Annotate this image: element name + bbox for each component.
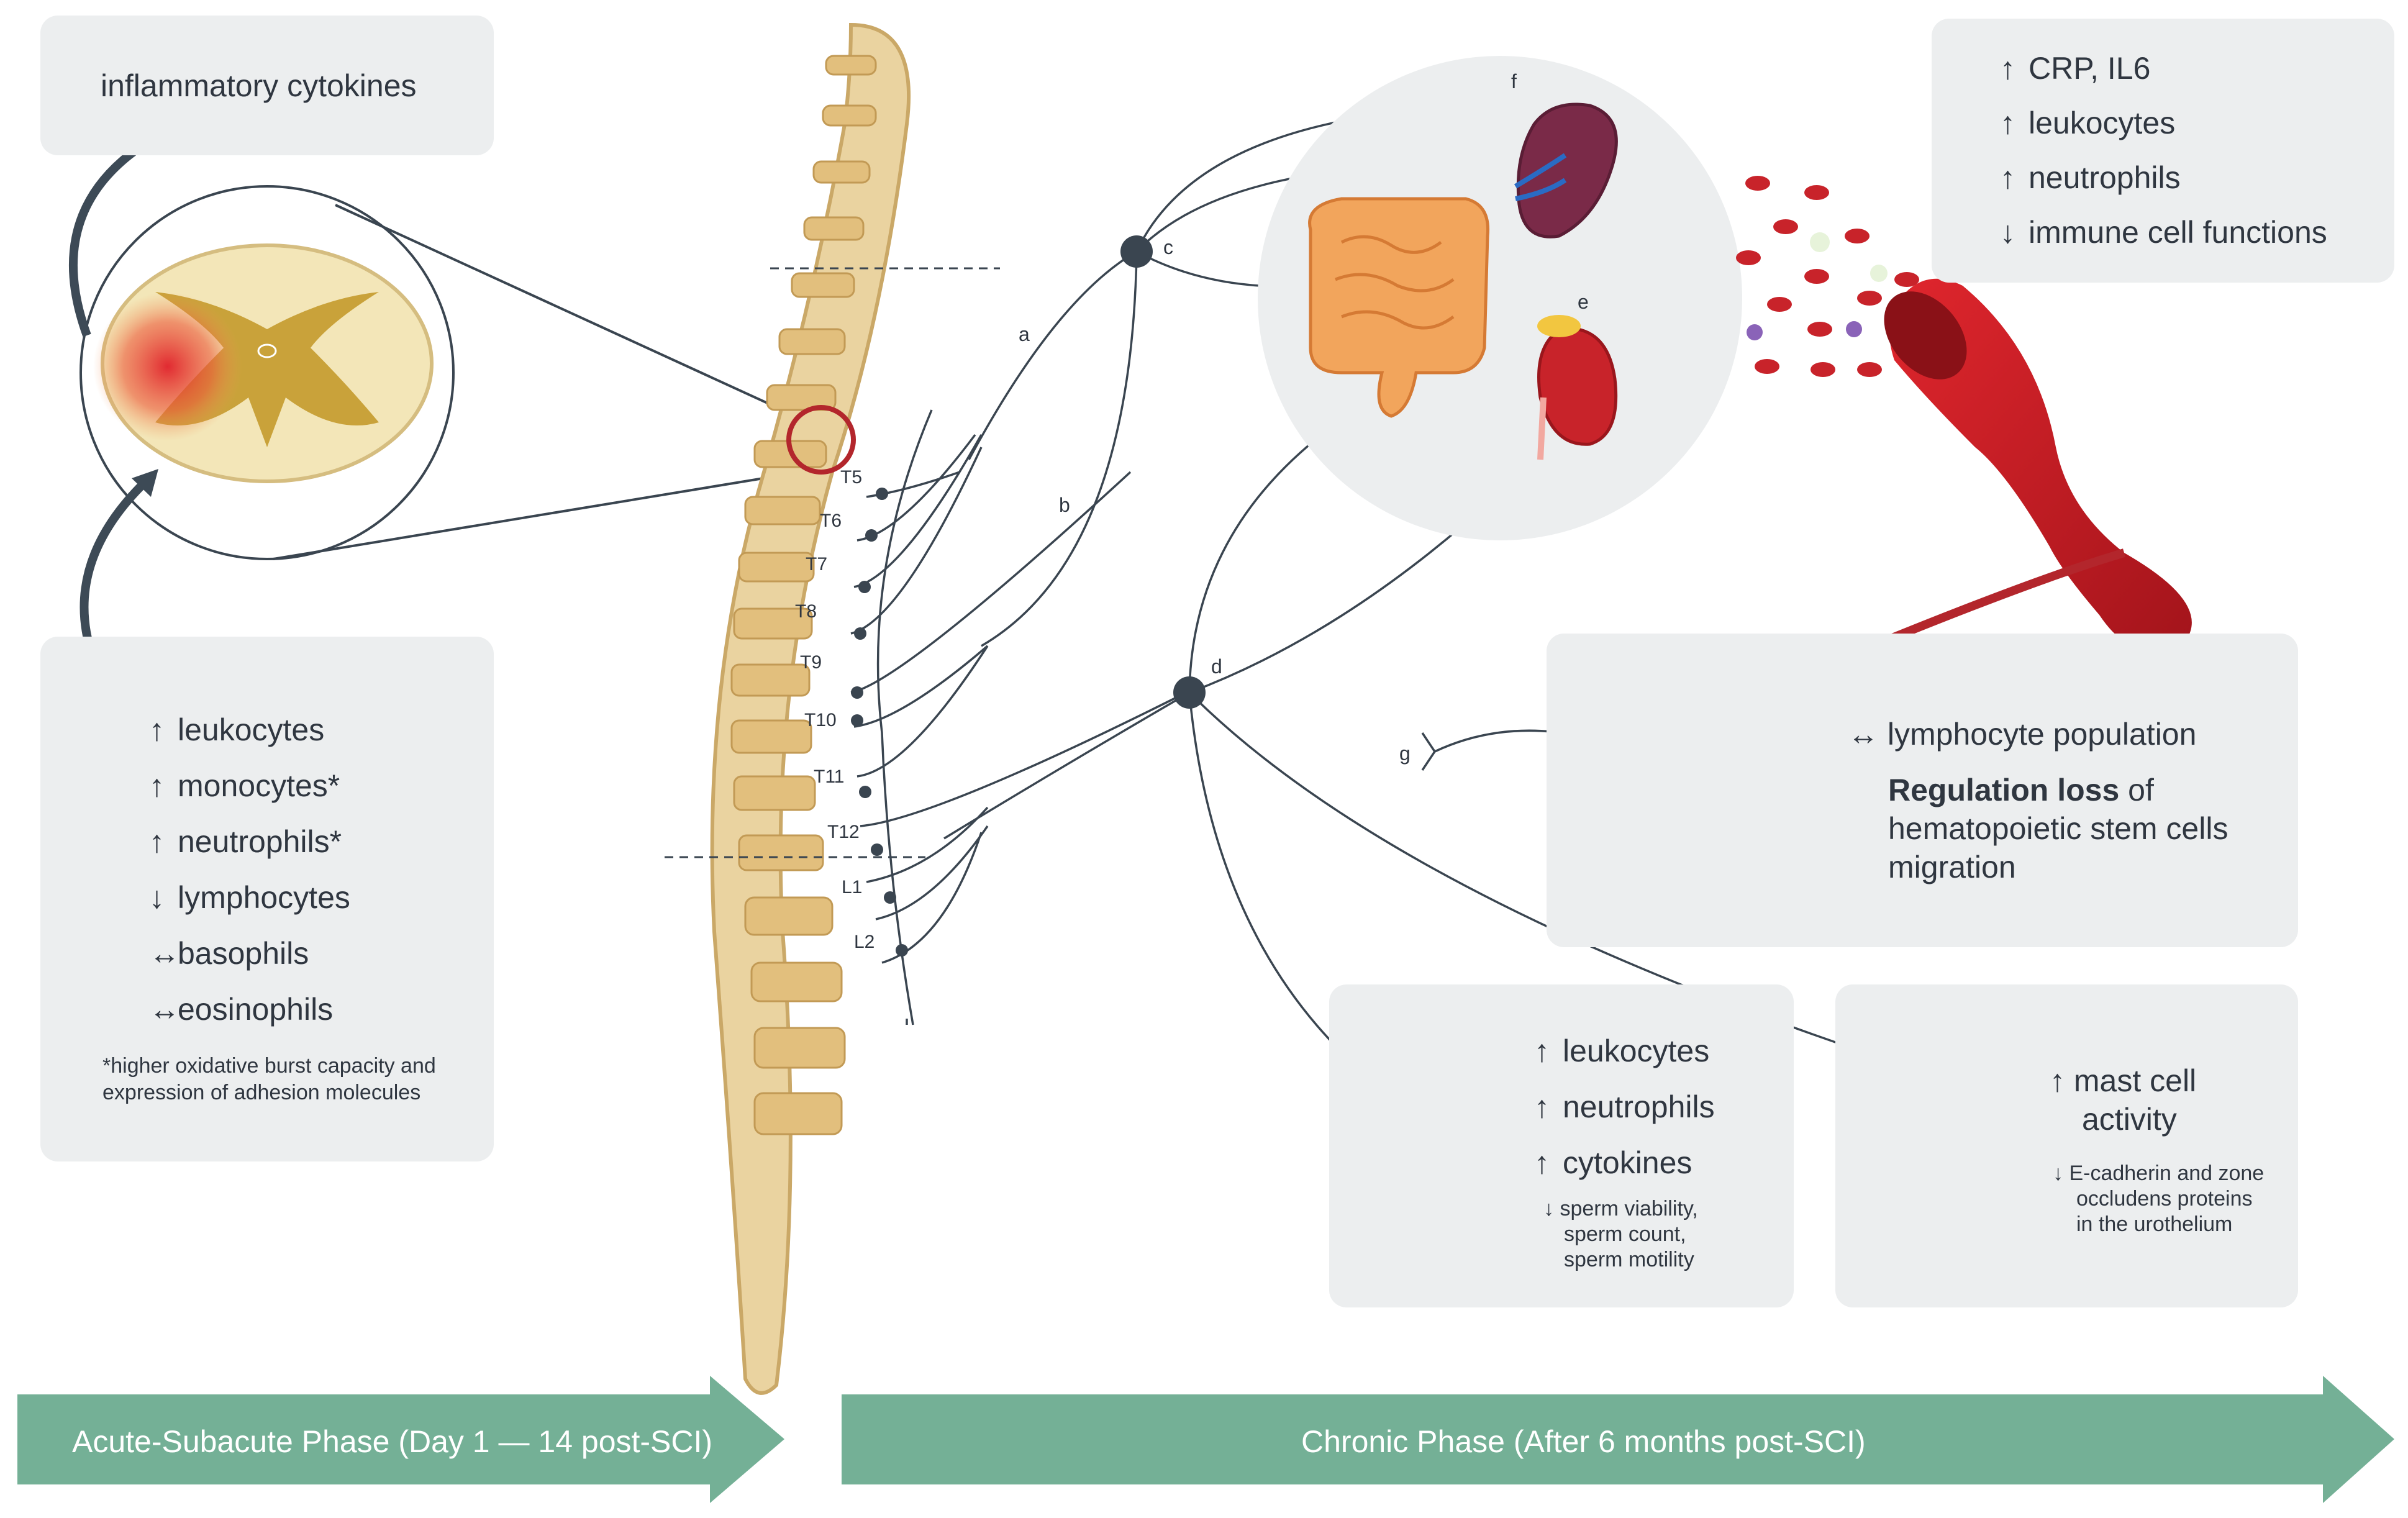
nerve-label-f: f [1511,70,1517,93]
acute-phase-label: Acute-Subacute Phase (Day 1 — 14 post-SC… [72,1424,713,1459]
chronic-arrow-shape [842,1376,2394,1503]
nerve-label-a: a [1019,323,1030,345]
spleen-illustration [1514,102,1618,239]
list-item: ↑CRP, IL6 [2000,51,2151,86]
level-label-t7: T7 [806,554,828,575]
list-item: ↔basophils [149,936,309,971]
regulation-line: Regulation loss of [1888,773,2154,807]
urothelium-note-1: ↓ E-cadherin and zone [2053,1161,2265,1185]
hsc-line: hematopoietic stem cells [1888,811,2229,846]
urothelium-note-3: in the urothelium [2076,1212,2233,1236]
cytokines-label: inflammatory cytokines [101,68,417,103]
list-item: ↔eosinophils [149,992,334,1027]
chronic-phase-arrow: Chronic Phase (After 6 months post-SCI) [842,1376,2394,1503]
bladder-panel [1835,984,2298,1307]
nerve-label-b: b [1059,494,1070,516]
sperm-note-2: sperm count, [1564,1222,1686,1246]
chronic-phase-label: Chronic Phase (After 6 months post-SCI) [1301,1424,1866,1459]
nerve-label-c: c [1163,236,1173,258]
acute-phase-arrow: Acute-Subacute Phase (Day 1 — 14 post-SC… [17,1376,784,1503]
acute-blood-panel [40,637,494,1161]
level-label-t11: T11 [814,766,845,787]
mast-cell-line-2: activity [2082,1102,2177,1137]
urothelium-note-2: occludens proteins [2076,1187,2253,1211]
list-item: ↑monocytes* [149,768,340,803]
level-label-l1: L1 [842,877,863,898]
nerve-label-g: g [1399,742,1411,765]
list-item: ↑leukocytes [2000,106,2176,140]
acute-footnote-2: expression of adhesion molecules [102,1081,421,1104]
migration-line: migration [1888,850,2016,884]
level-label-t12: T12 [827,822,860,842]
intestines-illustration [1308,197,1490,418]
level-label-t5: T5 [840,467,863,488]
sperm-note-1: ↓ sperm viability, [1543,1197,1698,1220]
list-item: ↑leukocytes [149,712,325,747]
list-item: ↑neutrophils [1534,1089,1715,1124]
acute-arrow-shape [17,1376,784,1503]
list-item: ↑cytokines [1534,1145,1692,1180]
mast-cell-line-1: ↑ mast cell [2050,1063,2197,1098]
blood-vessel-illustration [1781,278,2192,688]
list-item: ↓immune cell functions [2000,215,2327,250]
level-label-t9: T9 [800,652,822,673]
list-item: ↓lymphocytes [149,880,350,915]
bone-marrow-panel [1547,634,2298,947]
level-label-t10: T10 [804,710,837,730]
nerve-label-e: e [1578,291,1589,313]
cord-cross-section [80,185,455,560]
level-label-t6: T6 [820,511,842,531]
level-label-l2: L2 [854,932,875,952]
acute-footnote-1: *higher oxidative burst capacity and [102,1054,436,1078]
systemic-panel [1932,19,2394,283]
kidney-illustration [1537,315,1618,460]
cytokines-panel [40,16,494,155]
nerve-label-d: d [1211,655,1222,678]
list-item: ↑neutrophils [2000,160,2181,195]
testis-panel [1329,984,1794,1307]
spine-illustration [710,22,911,1395]
lymphocyte-line: ↔ lymphocyte population [1848,717,2197,752]
level-label-t8: T8 [795,601,817,622]
list-item: ↑leukocytes [1534,1034,1710,1068]
sperm-note-3: sperm motility [1564,1248,1694,1271]
list-item: ↑neutrophils* [149,824,342,859]
